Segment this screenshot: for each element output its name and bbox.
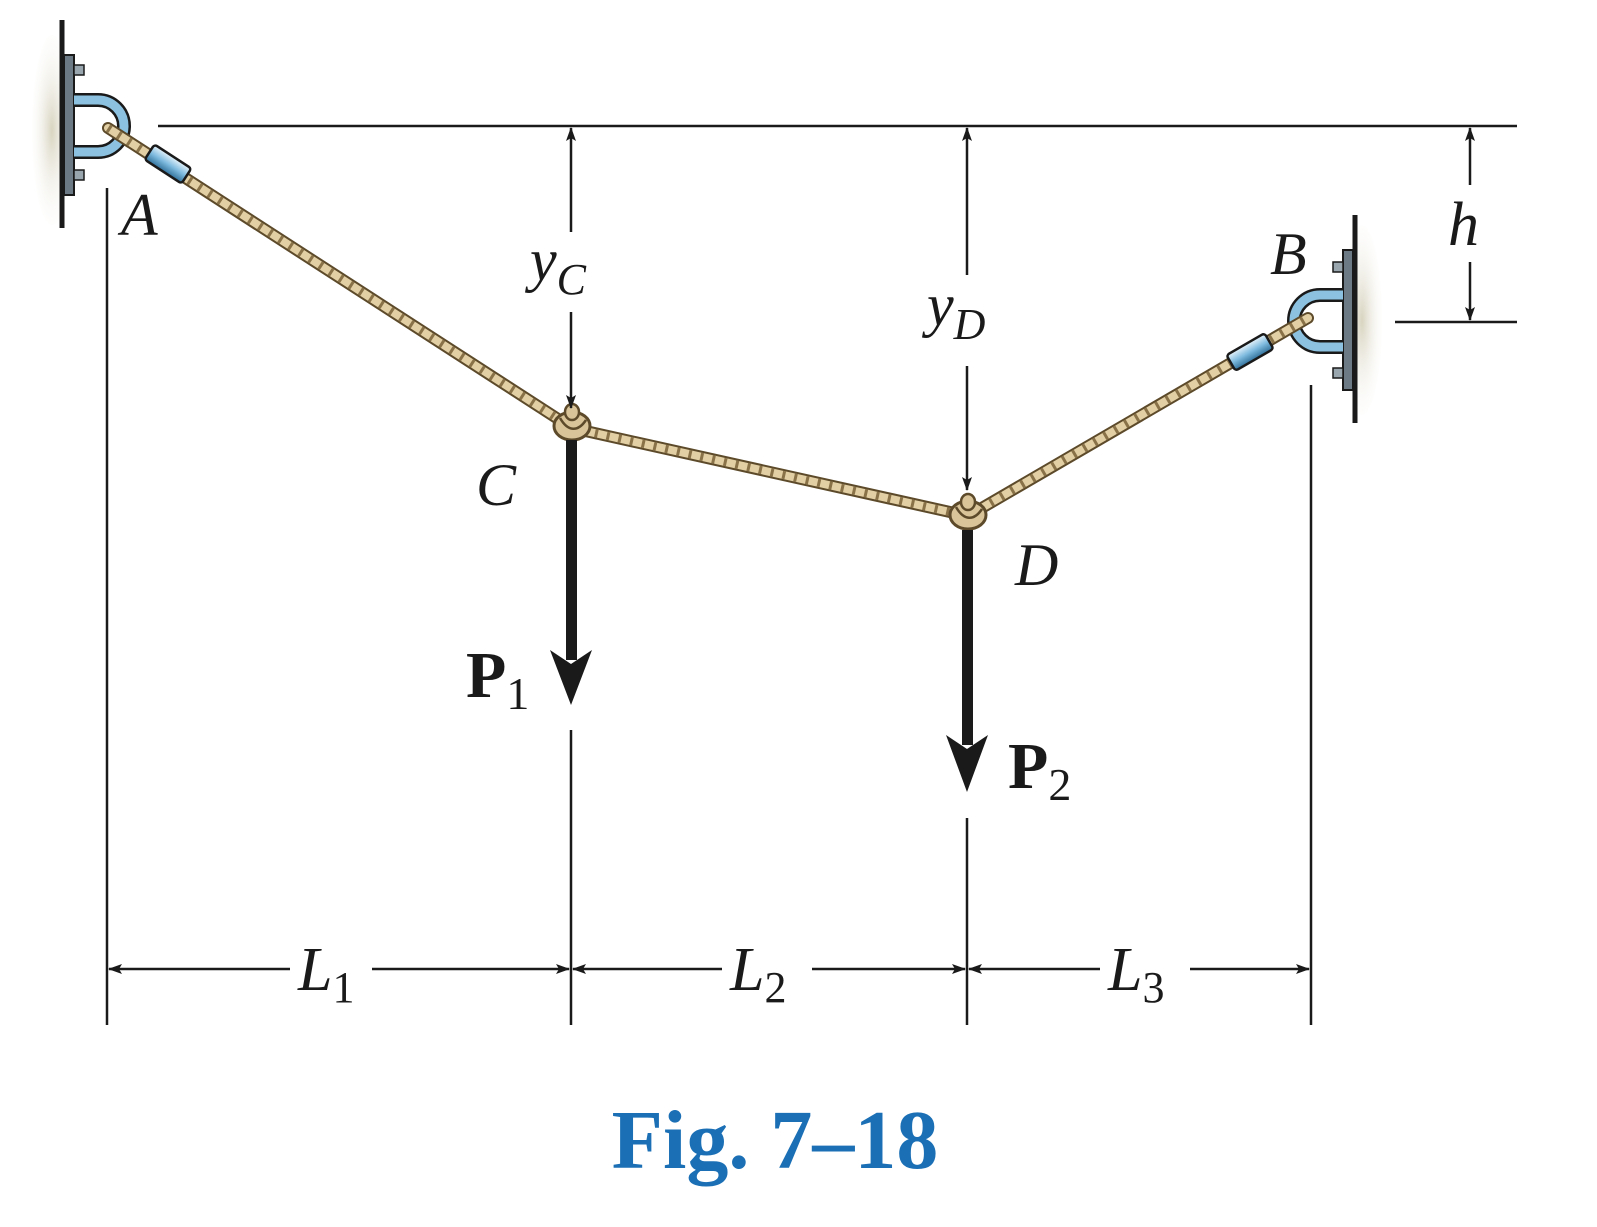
knot-c [552, 402, 592, 442]
rope-sleeve-b [1226, 333, 1274, 371]
rope [102, 122, 1314, 522]
force-label-p2-sub: 2 [1048, 759, 1071, 810]
support-b [1287, 215, 1382, 423]
force-label-p1: P1 [466, 639, 529, 719]
dim-label-yc-sub: C [557, 255, 587, 304]
point-label-d: D [1014, 532, 1058, 598]
point-label-b: B [1270, 221, 1307, 287]
knot-d [948, 492, 988, 531]
dim-label-yc-main: y [524, 227, 557, 293]
force-arrow-p1 [550, 440, 592, 705]
dim-label-l2-main: L [729, 936, 764, 1004]
rope-sleeve-a [144, 144, 192, 184]
dim-label-h: h [1448, 191, 1479, 259]
dim-label-yd: yD [921, 272, 986, 349]
force-label-p2: P2 [1008, 730, 1071, 810]
dim-label-l3-main: L [1107, 936, 1142, 1004]
dim-label-l3: L3 [1107, 936, 1164, 1012]
force-label-p1-main: P [466, 639, 506, 712]
point-label-a: A [117, 182, 158, 248]
force-label-p1-sub: 1 [506, 668, 529, 719]
dim-label-l1-main: L [297, 936, 332, 1004]
dim-label-l2-sub: 2 [764, 963, 786, 1012]
point-label-c: C [476, 452, 517, 518]
support-a [32, 20, 131, 228]
dim-label-l2: L2 [729, 936, 786, 1012]
dim-label-yd-sub: D [953, 300, 986, 349]
dim-label-l1-sub: 1 [332, 963, 354, 1012]
dim-label-yc: yC [524, 227, 587, 304]
dim-label-yd-main: y [921, 272, 954, 338]
dim-label-l1: L1 [297, 936, 354, 1012]
force-label-p2-main: P [1008, 730, 1048, 803]
figure-caption: Fig. 7–18 [612, 1094, 939, 1187]
force-arrow-p2 [946, 530, 988, 792]
dim-label-l3-sub: 3 [1142, 963, 1164, 1012]
